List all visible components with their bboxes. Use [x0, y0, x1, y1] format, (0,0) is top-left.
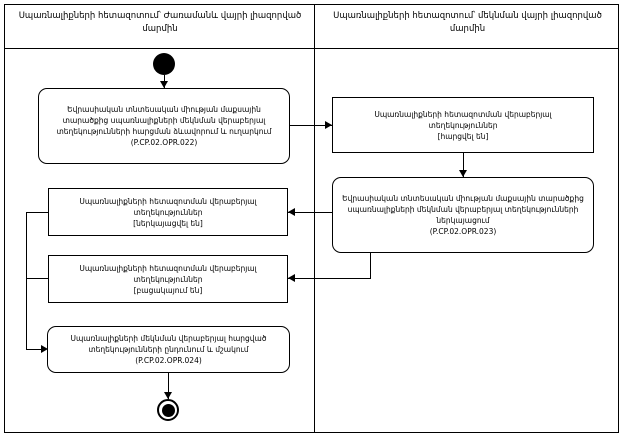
action-a1[interactable]: Եվրասիական տնտեսական միության մաքսային տ…: [38, 88, 290, 164]
swimlane-divider: [314, 4, 315, 433]
diagram-frame: [4, 4, 619, 433]
action-b2[interactable]: Եվրասիական տնտեսական միության մաքսային տ…: [332, 177, 594, 253]
connector-b2-down: [370, 253, 371, 278]
connector-b2-to-a3: [288, 278, 371, 279]
connector-a4-to-end: [168, 373, 169, 399]
object-a2[interactable]: Սպառնալիքների հետազոտման վերաբերյալ տեղե…: [48, 188, 288, 236]
arrowhead-a4-to-end: [164, 392, 172, 399]
connector-left-rail: [26, 212, 27, 349]
arrowhead-b2-to-a2: [288, 208, 295, 216]
lane-title-left: Սպառնալիքների հետազոտում՝ Ժառամանև վայրի…: [18, 11, 302, 34]
arrowhead-rail-to-a4: [41, 345, 48, 353]
object-b1-label: Սպառնալիքների հետազոտման վերաբերյալ տեղե…: [374, 109, 552, 141]
object-a3[interactable]: Սպառնալիքների հետազոտման վերաբերյալ տեղե…: [48, 255, 288, 303]
arrowhead-start-to-a1: [160, 81, 168, 88]
action-b2-label: Եվրասիական տնտեսական միության մաքսային տ…: [342, 194, 584, 236]
connector-a2-left: [26, 212, 48, 213]
swimlane-header-divider: [4, 48, 619, 49]
connector-a3-left: [26, 278, 48, 279]
arrowhead-a1-to-b1: [325, 121, 332, 129]
connector-rail-to-a4: [26, 349, 45, 350]
action-a4-label: Սպառնալիքների մեկնման վերաբերյալ հարցված…: [70, 334, 267, 365]
object-a3-label: Սպառնալիքների հետազոտման վերաբերյալ տեղե…: [79, 263, 257, 295]
arrowhead-b1-to-b2: [459, 170, 467, 177]
action-a4[interactable]: Սպառնալիքների մեկնման վերաբերյալ հարցված…: [47, 326, 290, 373]
action-a1-label: Եվրասիական տնտեսական միության մաքսային տ…: [56, 105, 272, 147]
start-node: [153, 53, 175, 75]
object-b1[interactable]: Սպառնալիքների հետազոտման վերաբերյալ տեղե…: [332, 97, 594, 153]
connector-b1-to-b2: [463, 153, 464, 177]
connector-a1-to-b1: [290, 125, 332, 126]
lane-title-right: Սպառնալիքների հետազոտում՝ մեկնման վայրի …: [333, 11, 602, 34]
connector-b2-to-a2: [288, 212, 332, 213]
end-node-center: [161, 403, 175, 417]
arrowhead-b2-to-a3: [288, 274, 295, 282]
object-a2-label: Սպառնալիքների հետազոտման վերաբերյալ տեղե…: [79, 196, 257, 228]
